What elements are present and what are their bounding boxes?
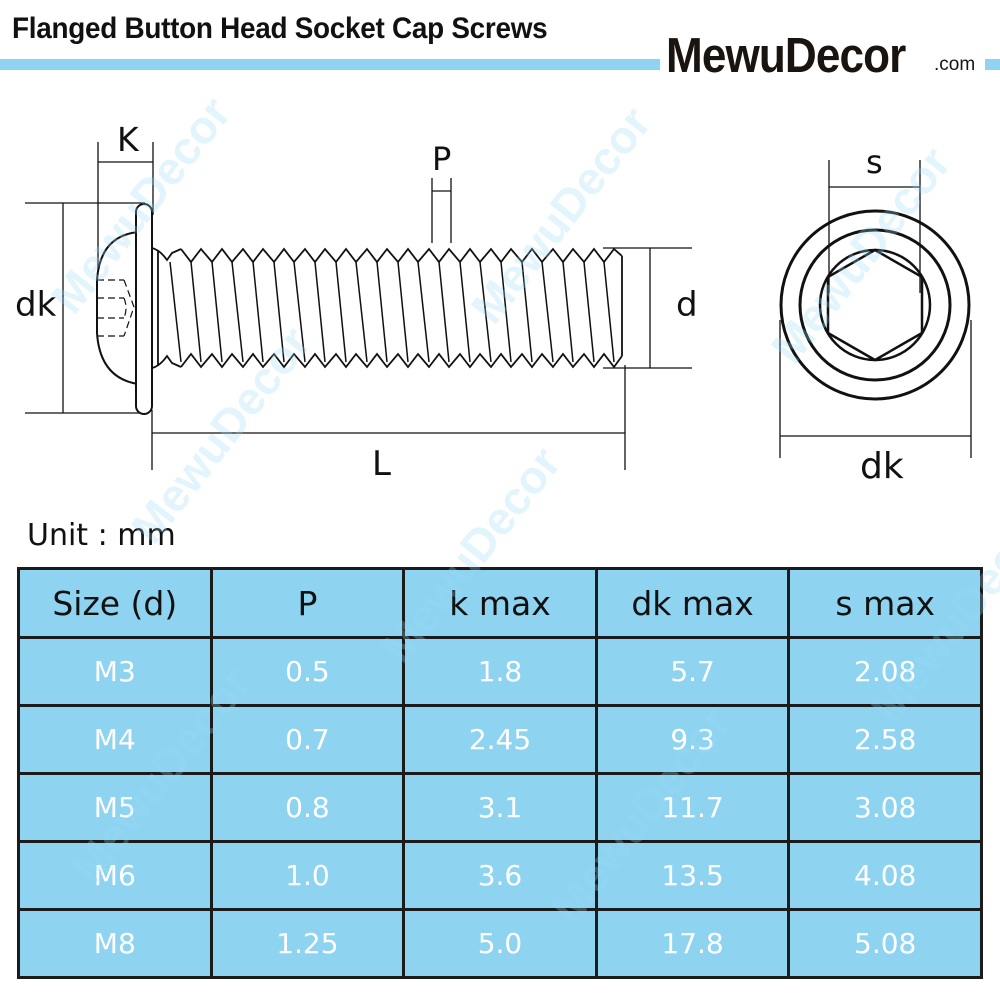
label-dk-end: dk	[860, 446, 904, 487]
spec-table: Size (d) P k max dk max s max M3 0.5 1.8…	[17, 567, 983, 979]
cell-k-max: 1.8	[402, 636, 598, 707]
table-row: M6 1.0 3.6 13.5 4.08	[17, 840, 983, 911]
cell-pitch: 0.7	[209, 704, 406, 775]
label-d: d	[676, 285, 698, 325]
cell-size: M5	[17, 772, 213, 843]
label-l: L	[372, 444, 391, 484]
cell-size: M3	[17, 636, 213, 707]
cell-size: M8	[17, 908, 213, 979]
label-k: K	[117, 120, 139, 159]
table-row: M5 0.8 3.1 11.7 3.08	[17, 772, 983, 843]
table-header-row: Size (d) P k max dk max s max	[17, 567, 983, 639]
cell-dk-max: 17.8	[594, 908, 791, 979]
label-s: s	[866, 143, 883, 181]
cell-pitch: 0.5	[209, 636, 406, 707]
cell-k-max: 2.45	[402, 704, 598, 775]
table-row: M3 0.5 1.8 5.7 2.08	[17, 636, 983, 707]
cell-dk-max: 5.7	[594, 636, 791, 707]
hex-socket	[826, 248, 924, 362]
accent-bar-right	[985, 59, 1000, 70]
brand-name: MewuDecor	[666, 29, 906, 83]
cell-s-max: 4.08	[787, 840, 983, 911]
cell-dk-max: 11.7	[594, 772, 791, 843]
cell-s-max: 5.08	[787, 908, 983, 979]
cell-k-max: 3.6	[402, 840, 598, 911]
cell-size: M4	[17, 704, 213, 775]
column-header-size: Size (d)	[17, 567, 213, 639]
cell-dk-max: 13.5	[594, 840, 791, 911]
column-header-s-max: s max	[787, 567, 983, 639]
cell-dk-max: 9.3	[594, 704, 791, 775]
column-header-pitch: P	[209, 567, 406, 639]
cell-k-max: 3.1	[402, 772, 598, 843]
flange	[135, 203, 153, 415]
unit-label: Unit : mm	[27, 518, 176, 553]
accent-bar-left	[0, 59, 660, 70]
cell-size: M6	[17, 840, 213, 911]
cell-s-max: 2.58	[787, 704, 983, 775]
cell-pitch: 1.0	[209, 840, 406, 911]
label-p: P	[432, 140, 452, 178]
screw-technical-drawing	[25, 142, 972, 470]
end-view	[779, 160, 972, 458]
table-row: M4 0.7 2.45 9.3 2.58	[17, 704, 983, 775]
label-dk-side: dk	[15, 285, 57, 325]
page-title: Flanged Button Head Socket Cap Screws	[12, 12, 548, 45]
table-row: M8 1.25 5.0 17.8 5.08	[17, 908, 983, 979]
thread-shank	[151, 247, 623, 369]
cell-k-max: 5.0	[402, 908, 598, 979]
cell-s-max: 2.08	[787, 636, 983, 707]
brand-suffix: .com	[934, 54, 976, 75]
cell-pitch: 0.8	[209, 772, 406, 843]
button-head-dome	[96, 231, 139, 385]
cell-s-max: 3.08	[787, 772, 983, 843]
cell-pitch: 1.25	[209, 908, 406, 979]
column-header-dk-max: dk max	[594, 567, 791, 639]
brand-logo: MewuDecor .com	[666, 28, 975, 84]
column-header-k-max: k max	[402, 567, 598, 639]
